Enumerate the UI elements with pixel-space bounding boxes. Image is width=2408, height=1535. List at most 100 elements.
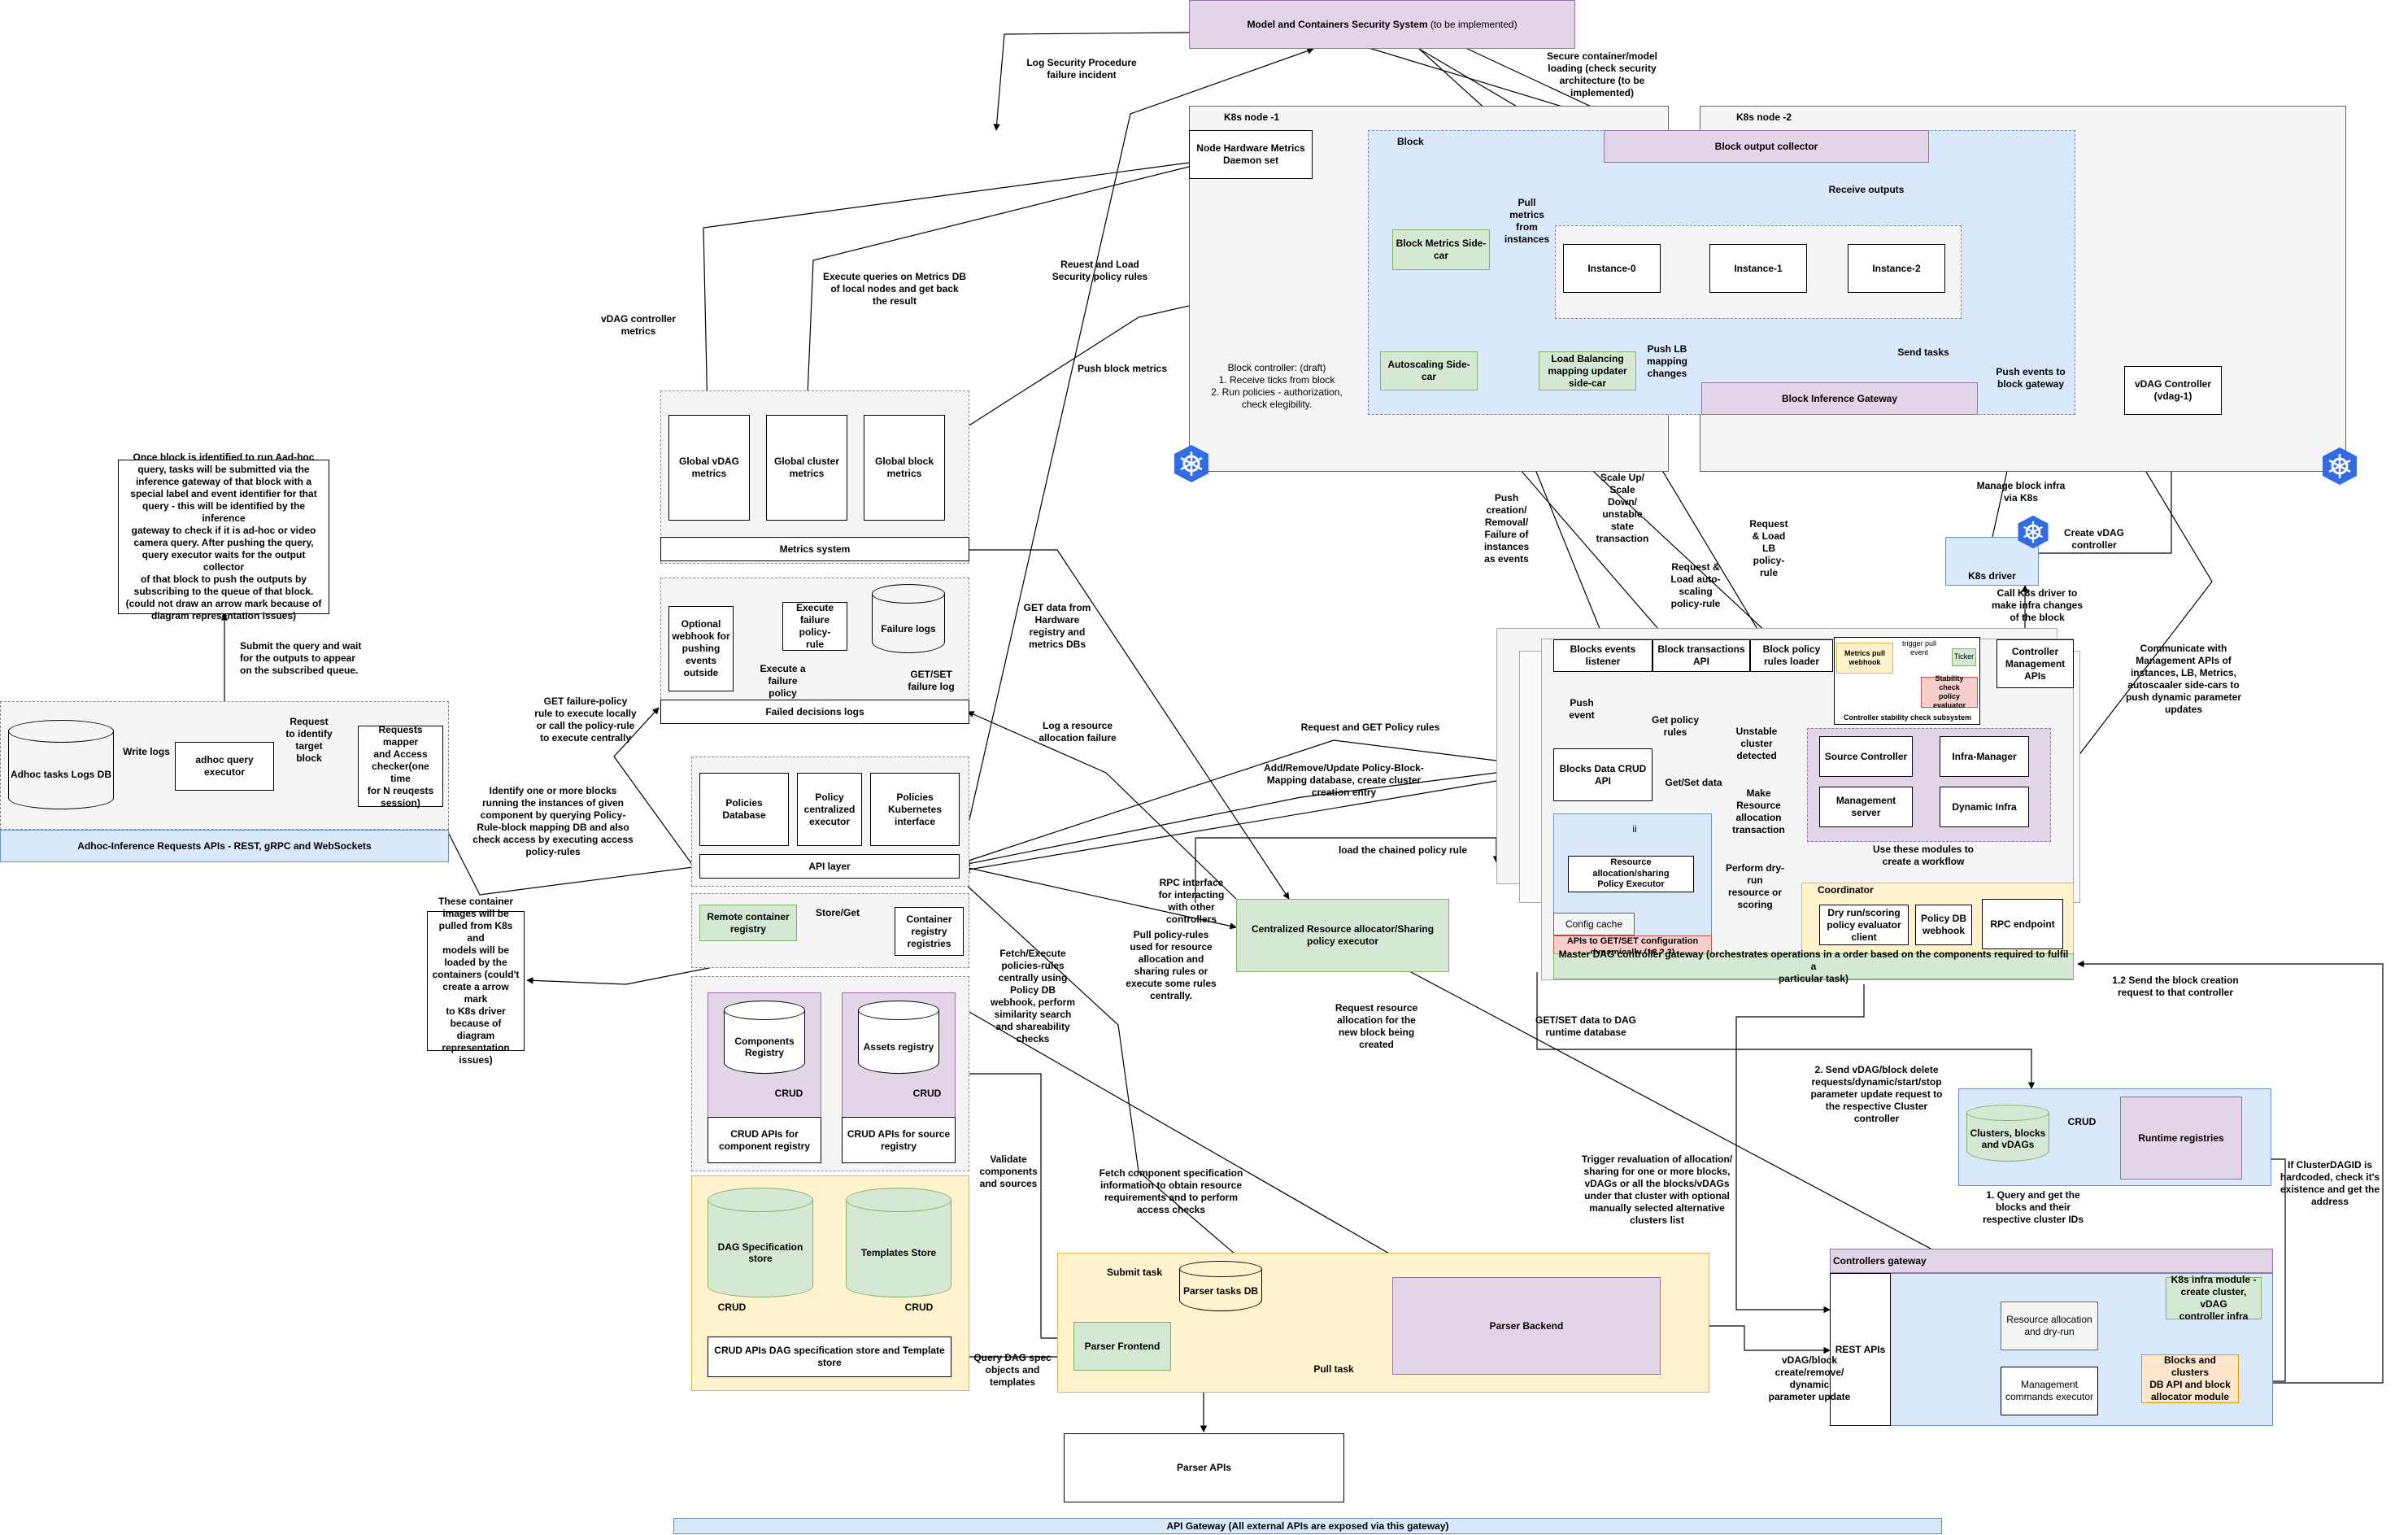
dag-specification-store[interactable]: DAG Specification store — [708, 1188, 813, 1297]
rest-apis[interactable]: REST APIs — [1830, 1273, 1891, 1426]
instance-0[interactable]: Instance-0 — [1563, 244, 1661, 293]
parser-frontend[interactable]: Parser Frontend — [1073, 1322, 1171, 1371]
crud-apis-component-registry[interactable]: CRUD APIs for component registry — [708, 1117, 821, 1163]
management-commands-executor[interactable]: Management commands executor — [2001, 1367, 2098, 1415]
components-registry-db[interactable]: Components Registry — [724, 1001, 805, 1074]
remote-container-registry[interactable]: Remote container registry — [699, 905, 797, 941]
global-vdag-metrics[interactable]: Global vDAG metrics — [668, 415, 750, 521]
label-get-failure-policy: GET failure-policy rule to execute local… — [534, 696, 637, 744]
instance-1[interactable]: Instance-1 — [1709, 244, 1807, 293]
block-metrics-sidecar[interactable]: Block Metrics Side-car — [1392, 229, 1490, 270]
crud-apis-dag-spec[interactable]: CRUD APIs DAG specification store and Te… — [708, 1337, 951, 1377]
rpc-endpoint[interactable]: RPC endpoint — [1982, 899, 2063, 949]
centralized-resource-allocator[interactable]: Centralized Resource allocator/Sharing p… — [1236, 899, 1449, 972]
label-execute-failure-policy: Execute a failure policy — [760, 663, 806, 699]
controller-management-apis[interactable]: Controller Management APIs — [1997, 639, 2074, 688]
metrics-system-bar[interactable]: Metrics system — [660, 537, 969, 561]
crud-apis-source-registry[interactable]: CRUD APIs for source registry — [842, 1117, 956, 1163]
label-crud-dag: CRUD — [717, 1302, 747, 1313]
source-controller[interactable]: Source Controller — [1819, 736, 1913, 777]
source-controller-label: Source Controller — [1824, 750, 1908, 762]
arrow-hwmetrics-cluster — [803, 166, 1190, 416]
clusters-blocks-vdags-label: Clusters, blocks and vDAGs — [1970, 1127, 2046, 1150]
arrow-driver-node — [1992, 463, 2011, 538]
templates-store-label: Templates Store — [860, 1246, 937, 1258]
label-perform-dry: Perform dry- run resource or scoring — [1725, 862, 1785, 910]
blocks-events-listener[interactable]: Blocks events listener — [1553, 639, 1653, 672]
dynamic-infra-label: Dynamic Infra — [1952, 800, 2017, 813]
stability-policy-evaluator-label: Stability check policy evaluator — [1932, 674, 1966, 710]
resource-allocation-executor[interactable]: Resource allocation/sharing Policy Execu… — [1568, 856, 1694, 892]
master-dag-controller-gateway[interactable]: Master DAG controller gateway (orchestra… — [1553, 948, 2074, 984]
dynamic-infra[interactable]: Dynamic Infra — [1940, 787, 2029, 827]
infra-manager[interactable]: Infra-Manager — [1940, 736, 2029, 777]
parser-backend[interactable]: Parser Backend — [1392, 1277, 1661, 1375]
block-output-collector[interactable]: Block output collector — [1604, 130, 1929, 163]
vdag-controller[interactable]: vDAG Controller (vdag-1) — [2124, 366, 2222, 415]
blocks-events-listener-label: Blocks events listener — [1570, 643, 1636, 667]
label-execute-queries: Execute queries on Metrics DB of local n… — [822, 271, 967, 307]
policy-db-webhook[interactable]: Policy DB webhook — [1915, 905, 1972, 945]
instance-1-label: Instance-1 — [1734, 262, 1783, 274]
rest-apis-label: REST APIs — [1835, 1343, 1886, 1355]
label-write-logs: Write logs — [123, 746, 170, 757]
assets-registry-label: Assets registry — [863, 1041, 934, 1053]
label-vdag-create: vDAG/block create/remove/ dynamic parame… — [1768, 1354, 1851, 1402]
assets-registry-db[interactable]: Assets registry — [858, 1001, 939, 1074]
metrics-pull-webhook[interactable]: Metrics pull webhook — [1836, 643, 1893, 674]
parser-backend-label: Parser Backend — [1489, 1319, 1564, 1332]
clusters-blocks-vdags-db[interactable]: Clusters, blocks and vDAGs — [1966, 1105, 2049, 1162]
ticker[interactable]: Ticker — [1952, 648, 1976, 666]
blocks-data-crud-api[interactable]: Blocks Data CRUD API — [1553, 748, 1653, 801]
block-inference-gateway[interactable]: Block Inference Gateway — [1701, 382, 1978, 415]
optional-webhook[interactable]: Optional webhook for pushing events outs… — [668, 606, 734, 691]
runtime-registries[interactable]: Runtime registries — [2120, 1097, 2242, 1180]
label-request-identify: Request to identify target block — [285, 716, 333, 764]
label-crud-templates: CRUD — [904, 1302, 934, 1313]
node-hardware-metrics[interactable]: Node Hardware Metrics Daemon set — [1189, 130, 1313, 179]
api-layer[interactable]: API layer — [699, 854, 960, 879]
resource-allocation-dry-run[interactable]: Resource allocation and dry-run — [2001, 1302, 2098, 1350]
block-policy-rules-loader-label: Block policy rules loader — [1762, 643, 1821, 667]
templates-store[interactable]: Templates Store — [846, 1188, 951, 1297]
controllers-gateway-bar[interactable]: Controllers gateway — [1830, 1249, 2273, 1273]
global-cluster-metrics[interactable]: Global cluster metrics — [766, 415, 847, 521]
parser-tasks-db[interactable]: Parser tasks DB — [1179, 1261, 1262, 1311]
execute-failure-rule[interactable]: Execute failure policy- rule — [782, 602, 847, 651]
policies-k8s-interface[interactable]: Policies Kubernetes interface — [870, 773, 960, 846]
policy-centralized-executor[interactable]: Policy centralized executor — [797, 773, 862, 846]
label-trigger-pull: trigger pull event — [1901, 639, 1937, 657]
k8s-driver[interactable]: K8s driver — [1945, 537, 2039, 586]
stability-policy-evaluator[interactable]: Stability check policy evaluator — [1921, 674, 1978, 710]
management-server-label: Management server — [1835, 795, 1896, 818]
api-gateway-bar[interactable]: API Gateway (All external APIs are expos… — [673, 1518, 1942, 1534]
block-policy-rules-loader[interactable]: Block policy rules loader — [1750, 639, 1833, 672]
resource-allocation-executor-label: Resource allocation/sharing Policy Execu… — [1592, 857, 1670, 890]
parser-apis[interactable]: Parser APIs — [1064, 1433, 1344, 1502]
blocks-clusters-db-api[interactable]: Blocks and clusters DB API and block all… — [2141, 1354, 2239, 1403]
dry-run-client[interactable]: Dry run/scoring policy evaluator client — [1819, 905, 1909, 945]
adhoc-note: Once block is identified to run Aad-hoc … — [118, 451, 329, 621]
adhoc-note-text: Once block is identified to run Aad-hoc … — [125, 451, 322, 621]
container-registry-registries[interactable]: Container registry registries — [895, 907, 964, 956]
policies-database[interactable]: Policies Database — [699, 773, 789, 846]
instance-2[interactable]: Instance-2 — [1848, 244, 1945, 293]
failure-logs-db[interactable]: Failure logs — [872, 584, 945, 653]
adhoc-apis-bar[interactable]: Adhoc-Inference Requests APIs - REST, gR… — [0, 830, 449, 862]
autoscaling-sidecar[interactable]: Autoscaling Side-car — [1380, 351, 1478, 390]
management-server[interactable]: Management server — [1819, 787, 1913, 827]
failed-decisions-logs-bar[interactable]: Failed decisions logs — [660, 700, 969, 724]
label-fetch-spec: Fetch component specification informatio… — [1099, 1167, 1243, 1215]
block-transactions-api[interactable]: Block transactions API — [1653, 639, 1750, 672]
global-vdag-metrics-label: Global vDAG metrics — [678, 456, 739, 479]
lb-mapping-sidecar[interactable]: Load Balancing mapping updater side-car — [1539, 351, 1636, 390]
adhoc-query-executor[interactable]: adhoc query executor — [175, 742, 274, 791]
adhoc-logs-db[interactable]: Adhoc tasks Logs DB — [8, 720, 114, 809]
global-block-metrics[interactable]: Global block metrics — [864, 415, 945, 521]
config-cache[interactable]: Config cache — [1553, 913, 1635, 935]
security-system-box[interactable]: Model and Containers Security System (to… — [1189, 0, 1575, 49]
arrow-master-runtime — [1536, 972, 2036, 1089]
arrow-adhoc-api — [448, 833, 700, 896]
k8s-infra-module[interactable]: K8s infra module - create cluster, vDAG … — [2166, 1274, 2262, 1322]
requests-mapper[interactable]: Requests mapper and Access checker(one t… — [358, 724, 443, 809]
